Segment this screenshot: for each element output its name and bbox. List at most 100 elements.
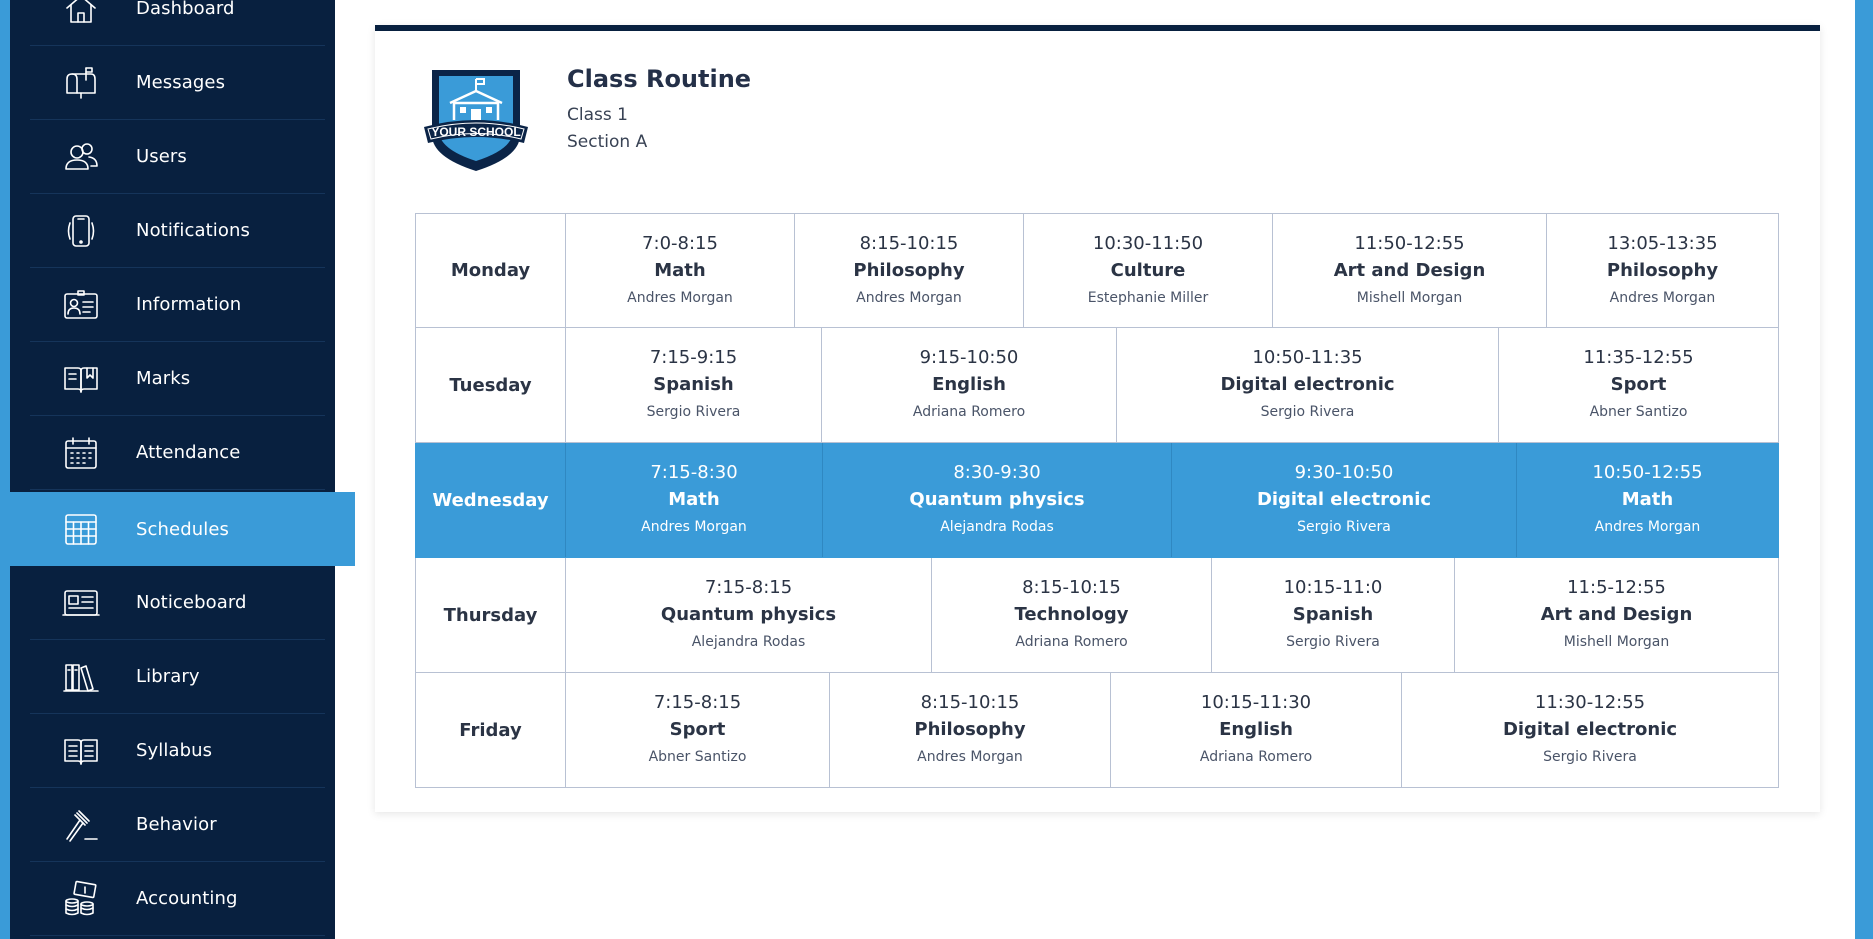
slot-cell[interactable]: 10:50-12:55 Math Andres Morgan <box>1517 443 1778 557</box>
noticeboard-icon <box>60 582 102 624</box>
slot-teacher: Sergio Rivera <box>646 404 741 420</box>
slot-cell[interactable]: 11:35-12:55 Sport Abner Santizo <box>1499 328 1778 442</box>
slot-teacher: Andres Morgan <box>641 519 747 535</box>
id-card-icon <box>60 284 102 326</box>
slot-subject: Sport <box>1610 374 1667 395</box>
slot-subject: Spanish <box>653 374 734 395</box>
slot-teacher: Estephanie Miller <box>1087 289 1209 306</box>
sidebar-item-users[interactable]: Users <box>30 120 325 194</box>
slot-cell[interactable]: 10:15-11:0 Spanish Sergio Rivera <box>1212 558 1455 672</box>
slot-teacher: Andres Morgan <box>1594 519 1701 535</box>
slot-teacher: Mishell Morgan <box>1356 289 1463 306</box>
sidebar-item-label: Noticeboard <box>136 592 247 613</box>
slot-cell[interactable]: 9:30-10:50 Digital electronic Sergio Riv… <box>1172 443 1517 557</box>
slot-subject: Art and Design <box>1333 259 1486 281</box>
sidebar-item-label: Library <box>136 666 200 687</box>
slot-cell[interactable]: 10:50-11:35 Digital electronic Sergio Ri… <box>1117 328 1499 442</box>
sidebar-item-label: Schedules <box>136 518 229 540</box>
day-label: Wednesday <box>416 443 566 557</box>
sidebar-item-schedules[interactable]: Schedules <box>0 492 355 566</box>
phone-notification-icon <box>60 210 102 252</box>
slot-teacher: Sergio Rivera <box>1297 519 1391 535</box>
sidebar-item-marks[interactable]: Marks <box>30 342 325 416</box>
slot-cell[interactable]: 7:15-8:15 Sport Abner Santizo <box>566 673 830 787</box>
slot-subject: English <box>1219 719 1293 740</box>
slot-cell[interactable]: 7:15-8:30 Math Andres Morgan <box>566 443 823 557</box>
slot-time: 11:30-12:55 <box>1534 692 1646 713</box>
slot-time: 10:30-11:50 <box>1092 232 1204 254</box>
section-name: Section A <box>567 132 648 152</box>
sidebar-item-information[interactable]: Information <box>30 268 325 342</box>
slot-subject: Philosophy <box>914 719 1026 740</box>
slot-subject: English <box>932 374 1006 395</box>
slot-subject: Quantum physics <box>909 489 1085 510</box>
slot-cell[interactable]: 7:15-8:15 Quantum physics Alejandra Roda… <box>566 558 932 672</box>
routine-row-monday: Monday 7:0-8:15 Math Andres Morgan 8:15-… <box>415 213 1779 328</box>
slot-teacher: Mishell Morgan <box>1563 634 1670 650</box>
slot-time: 7:0-8:15 <box>642 232 718 254</box>
sidebar-item-label: Attendance <box>136 442 241 463</box>
slot-cell[interactable]: 8:15-10:15 Philosophy Andres Morgan <box>830 673 1111 787</box>
routine-table: Monday 7:0-8:15 Math Andres Morgan 8:15-… <box>415 213 1779 788</box>
slot-subject: Quantum physics <box>660 604 837 625</box>
slot-cell[interactable]: 11:50-12:55 Art and Design Mishell Morga… <box>1273 214 1547 327</box>
slot-cell[interactable]: 7:15-9:15 Spanish Sergio Rivera <box>566 328 822 442</box>
book-mark-icon <box>60 358 102 400</box>
routine-row-tuesday: Tuesday 7:15-9:15 Spanish Sergio Rivera … <box>415 328 1779 443</box>
sidebar-item-label: Messages <box>136 72 226 93</box>
slot-cell[interactable]: 10:15-11:30 English Adriana Romero <box>1111 673 1402 787</box>
logo-text: YOUR SCHOOL <box>431 125 520 139</box>
slot-time: 13:05-13:35 <box>1607 232 1718 254</box>
slot-subject: Art and Design <box>1540 604 1693 625</box>
slot-cell[interactable]: 8:15-10:15 Technology Adriana Romero <box>932 558 1212 672</box>
slot-time: 10:50-12:55 <box>1592 462 1703 483</box>
main-content: YOUR SCHOOL Class Routine Class 1 Sectio… <box>335 0 1855 939</box>
slot-time: 10:15-11:0 <box>1283 577 1383 598</box>
day-label: Monday <box>416 214 566 327</box>
slot-cell[interactable]: 10:30-11:50 Culture Estephanie Miller <box>1024 214 1273 327</box>
day-label: Friday <box>416 673 566 787</box>
routine-row-wednesday: Wednesday 7:15-8:30 Math Andres Morgan 8… <box>415 443 1779 558</box>
slot-cell[interactable]: 11:30-12:55 Digital electronic Sergio Ri… <box>1402 673 1778 787</box>
sidebar-item-notifications[interactable]: Notifications <box>30 194 325 268</box>
slot-list: 7:15-8:30 Math Andres Morgan 8:30-9:30 Q… <box>566 443 1778 557</box>
sidebar-item-behavior[interactable]: Behavior <box>30 788 325 862</box>
slot-time: 7:15-8:30 <box>650 462 738 483</box>
slot-subject: Math <box>654 259 706 281</box>
day-label: Tuesday <box>416 328 566 442</box>
slot-teacher: Andres Morgan <box>627 289 733 306</box>
gavel-icon <box>60 804 102 846</box>
sidebar-item-label: Notifications <box>136 220 250 241</box>
slot-cell[interactable]: 13:05-13:35 Philosophy Andres Morgan <box>1547 214 1778 327</box>
slot-subject: Digital electronic <box>1220 374 1395 395</box>
sidebar: Dashboard Messages Users Notifications I… <box>0 0 355 939</box>
sidebar-item-messages[interactable]: Messages <box>30 46 325 120</box>
slot-cell[interactable]: 9:15-10:50 English Adriana Romero <box>822 328 1117 442</box>
slot-list: 7:15-8:15 Quantum physics Alejandra Roda… <box>566 558 1778 672</box>
sidebar-item-syllabus[interactable]: Syllabus <box>30 714 325 788</box>
day-label: Thursday <box>416 558 566 672</box>
routine-row-friday: Friday 7:15-8:15 Sport Abner Santizo 8:1… <box>415 673 1779 788</box>
slot-time: 8:15-10:15 <box>1022 577 1121 598</box>
slot-teacher: Abner Santizo <box>648 749 747 765</box>
slot-teacher: Sergio Rivera <box>1543 749 1637 765</box>
sidebar-item-accounting[interactable]: Accounting <box>30 862 325 936</box>
slot-cell[interactable]: 7:0-8:15 Math Andres Morgan <box>566 214 795 327</box>
slot-cell[interactable]: 8:30-9:30 Quantum physics Alejandra Roda… <box>823 443 1172 557</box>
sidebar-item-library[interactable]: Library <box>30 640 325 714</box>
slot-cell[interactable]: 8:15-10:15 Philosophy Andres Morgan <box>795 214 1024 327</box>
slot-teacher: Adriana Romero <box>912 404 1026 420</box>
slot-teacher: Sergio Rivera <box>1260 404 1355 420</box>
class-name: Class 1 <box>567 105 628 125</box>
sidebar-item-label: Accounting <box>136 888 238 909</box>
slot-teacher: Andres Morgan <box>1609 289 1716 306</box>
sidebar-item-attendance[interactable]: Attendance <box>30 416 325 490</box>
sidebar-item-dashboard[interactable]: Dashboard <box>30 0 325 46</box>
slot-time: 7:15-8:15 <box>704 577 793 598</box>
routine-row-thursday: Thursday 7:15-8:15 Quantum physics Aleja… <box>415 558 1779 673</box>
slot-subject: Philosophy <box>853 259 965 281</box>
slot-time: 10:15-11:30 <box>1200 692 1312 713</box>
slot-subject: Culture <box>1110 259 1186 281</box>
slot-cell[interactable]: 11:5-12:55 Art and Design Mishell Morgan <box>1455 558 1778 672</box>
sidebar-item-noticeboard[interactable]: Noticeboard <box>30 566 325 640</box>
